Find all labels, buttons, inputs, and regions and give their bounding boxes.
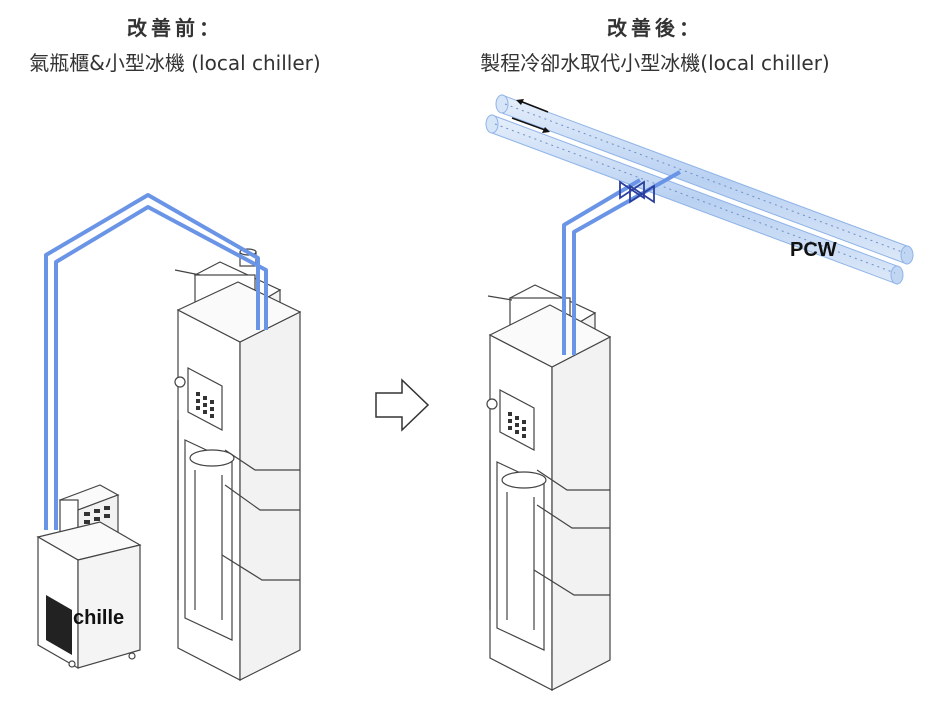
gas-cabinet-before (174, 248, 302, 681)
chiller-label: chille (73, 607, 124, 629)
after-title: 改善後： 製程冷卻水取代小型冰機(local chiller) (445, 12, 865, 76)
before-title: 改善前： 氣瓶櫃&小型冰機 (local chiller) (10, 12, 340, 76)
keypad-icon (508, 412, 526, 438)
pcw-pipes (485, 94, 914, 285)
after-subtitle: 製程冷卻水取代小型冰機(local chiller) (480, 51, 830, 75)
control-buttons-icon (84, 506, 110, 524)
before-subtitle: 氣瓶櫃&小型冰機 (local chiller) (29, 51, 321, 75)
valve-icon (619, 180, 655, 204)
keypad-icon (196, 392, 214, 418)
local-chiller-unit (36, 484, 142, 670)
gas-cabinet-after (486, 284, 612, 691)
arrow-right-icon (375, 378, 430, 432)
pcw-label: PCW (790, 239, 837, 261)
cooling-pipes-before (44, 193, 268, 530)
after-heading: 改善後： (607, 16, 703, 40)
before-heading: 改善前： (127, 16, 223, 40)
